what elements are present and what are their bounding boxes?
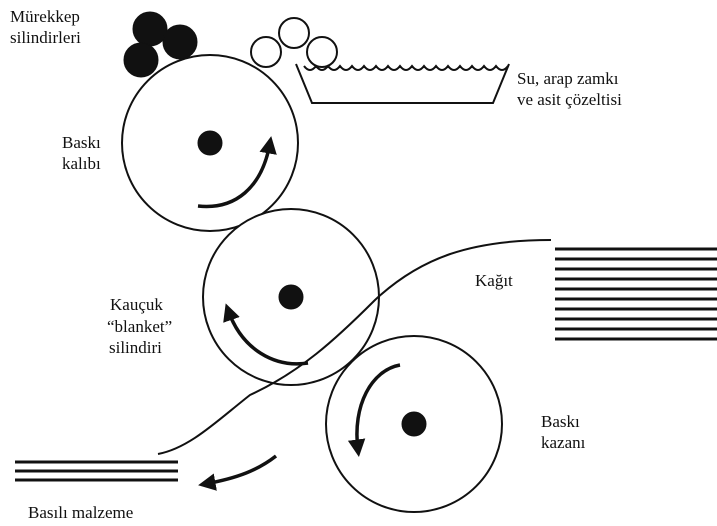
dampening-rollers [250, 17, 338, 68]
plate-cylinder-axle [197, 130, 223, 156]
ink-roller [123, 42, 159, 78]
output-direction-arrow [198, 454, 278, 491]
impression-cylinder [325, 335, 503, 513]
solution-tray [295, 63, 510, 104]
solution-surface [303, 64, 509, 71]
ink-rollers-label: Mürekkep [10, 7, 80, 26]
ink-roller [162, 24, 198, 60]
blanket-cylinder-label: “blanket” [107, 317, 172, 336]
water-roller [306, 36, 338, 68]
water-roller [250, 36, 282, 68]
ink-rollers [123, 11, 198, 78]
ink-rollers-label: silindirleri [10, 28, 81, 47]
plate-cylinder-label: Baskı [62, 133, 101, 152]
impression-rotation-arrow [347, 363, 401, 457]
printed-stack [15, 460, 178, 482]
impression-cylinder-axle [401, 411, 427, 437]
blanket-cylinder-label: silindiri [109, 338, 162, 357]
plate-cylinder [121, 54, 299, 232]
blanket-rotation-arrow [223, 303, 309, 366]
solution-label: Su, arap zamkı [517, 69, 619, 88]
plate-cylinder-label: kalıbı [62, 154, 101, 173]
paper-label: Kağıt [475, 271, 513, 290]
ink-roller [132, 11, 168, 47]
blanket-cylinder [202, 208, 380, 386]
impression-cylinder-label: Baskı [541, 412, 580, 431]
paper-path [157, 239, 552, 455]
blanket-cylinder-axle [278, 284, 304, 310]
paper-stack [555, 247, 717, 341]
impression-cylinder-label: kazanı [541, 433, 586, 452]
blanket-cylinder-label: Kauçuk [110, 295, 163, 314]
plate-rotation-arrow [197, 136, 277, 209]
water-roller [278, 17, 310, 49]
printed-material-label: Basılı malzeme [28, 503, 133, 522]
tray-outline [295, 63, 510, 104]
solution-label: ve asit çözeltisi [517, 90, 622, 109]
